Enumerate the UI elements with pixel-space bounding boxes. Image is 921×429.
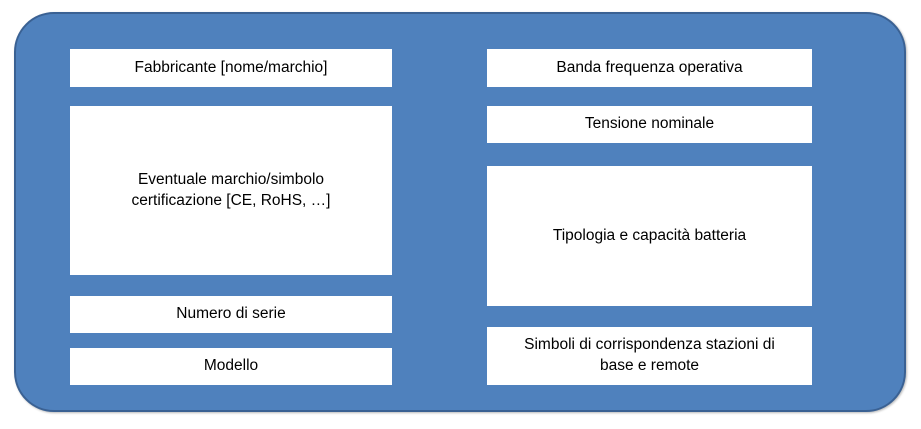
- right-column: Banda frequenza operativa Tensione nomin…: [487, 0, 812, 429]
- field-box-modello[interactable]: Modello: [70, 348, 392, 385]
- field-label-banda-frequenza-operativa: Banda frequenza operativa: [556, 58, 743, 76]
- field-box-fabbricante[interactable]: Fabbricante [nome/marchio]: [70, 49, 392, 87]
- field-label-certificazione: Eventuale marchio/simbolo certificazione…: [131, 170, 331, 209]
- field-label-numero-di-serie: Numero di serie: [176, 305, 286, 323]
- field-label-tipologia-capacita-batteria: Tipologia e capacità batteria: [552, 226, 747, 244]
- field-box-simboli-corrispondenza[interactable]: Simboli di corrispondenza stazioni di ba…: [487, 327, 812, 385]
- field-box-tipologia-capacita-batteria[interactable]: Tipologia e capacità batteria: [487, 166, 812, 306]
- field-label-tensione-nominale: Tensione nominale: [584, 115, 715, 133]
- field-label-fabbricante: Fabbricante [nome/marchio]: [134, 58, 328, 76]
- field-box-tensione-nominale[interactable]: Tensione nominale: [487, 106, 812, 143]
- left-column: Fabbricante [nome/marchio] Eventuale mar…: [70, 0, 392, 429]
- field-label-modello: Modello: [203, 357, 259, 375]
- field-box-certificazione[interactable]: Eventuale marchio/simbolo certificazione…: [70, 106, 392, 275]
- field-box-banda-frequenza-operativa[interactable]: Banda frequenza operativa: [487, 49, 812, 87]
- field-box-numero-di-serie[interactable]: Numero di serie: [70, 296, 392, 333]
- field-label-simboli-corrispondenza: Simboli di corrispondenza stazioni di ba…: [524, 336, 775, 374]
- label-outer-panel: Fabbricante [nome/marchio] Eventuale mar…: [14, 12, 906, 412]
